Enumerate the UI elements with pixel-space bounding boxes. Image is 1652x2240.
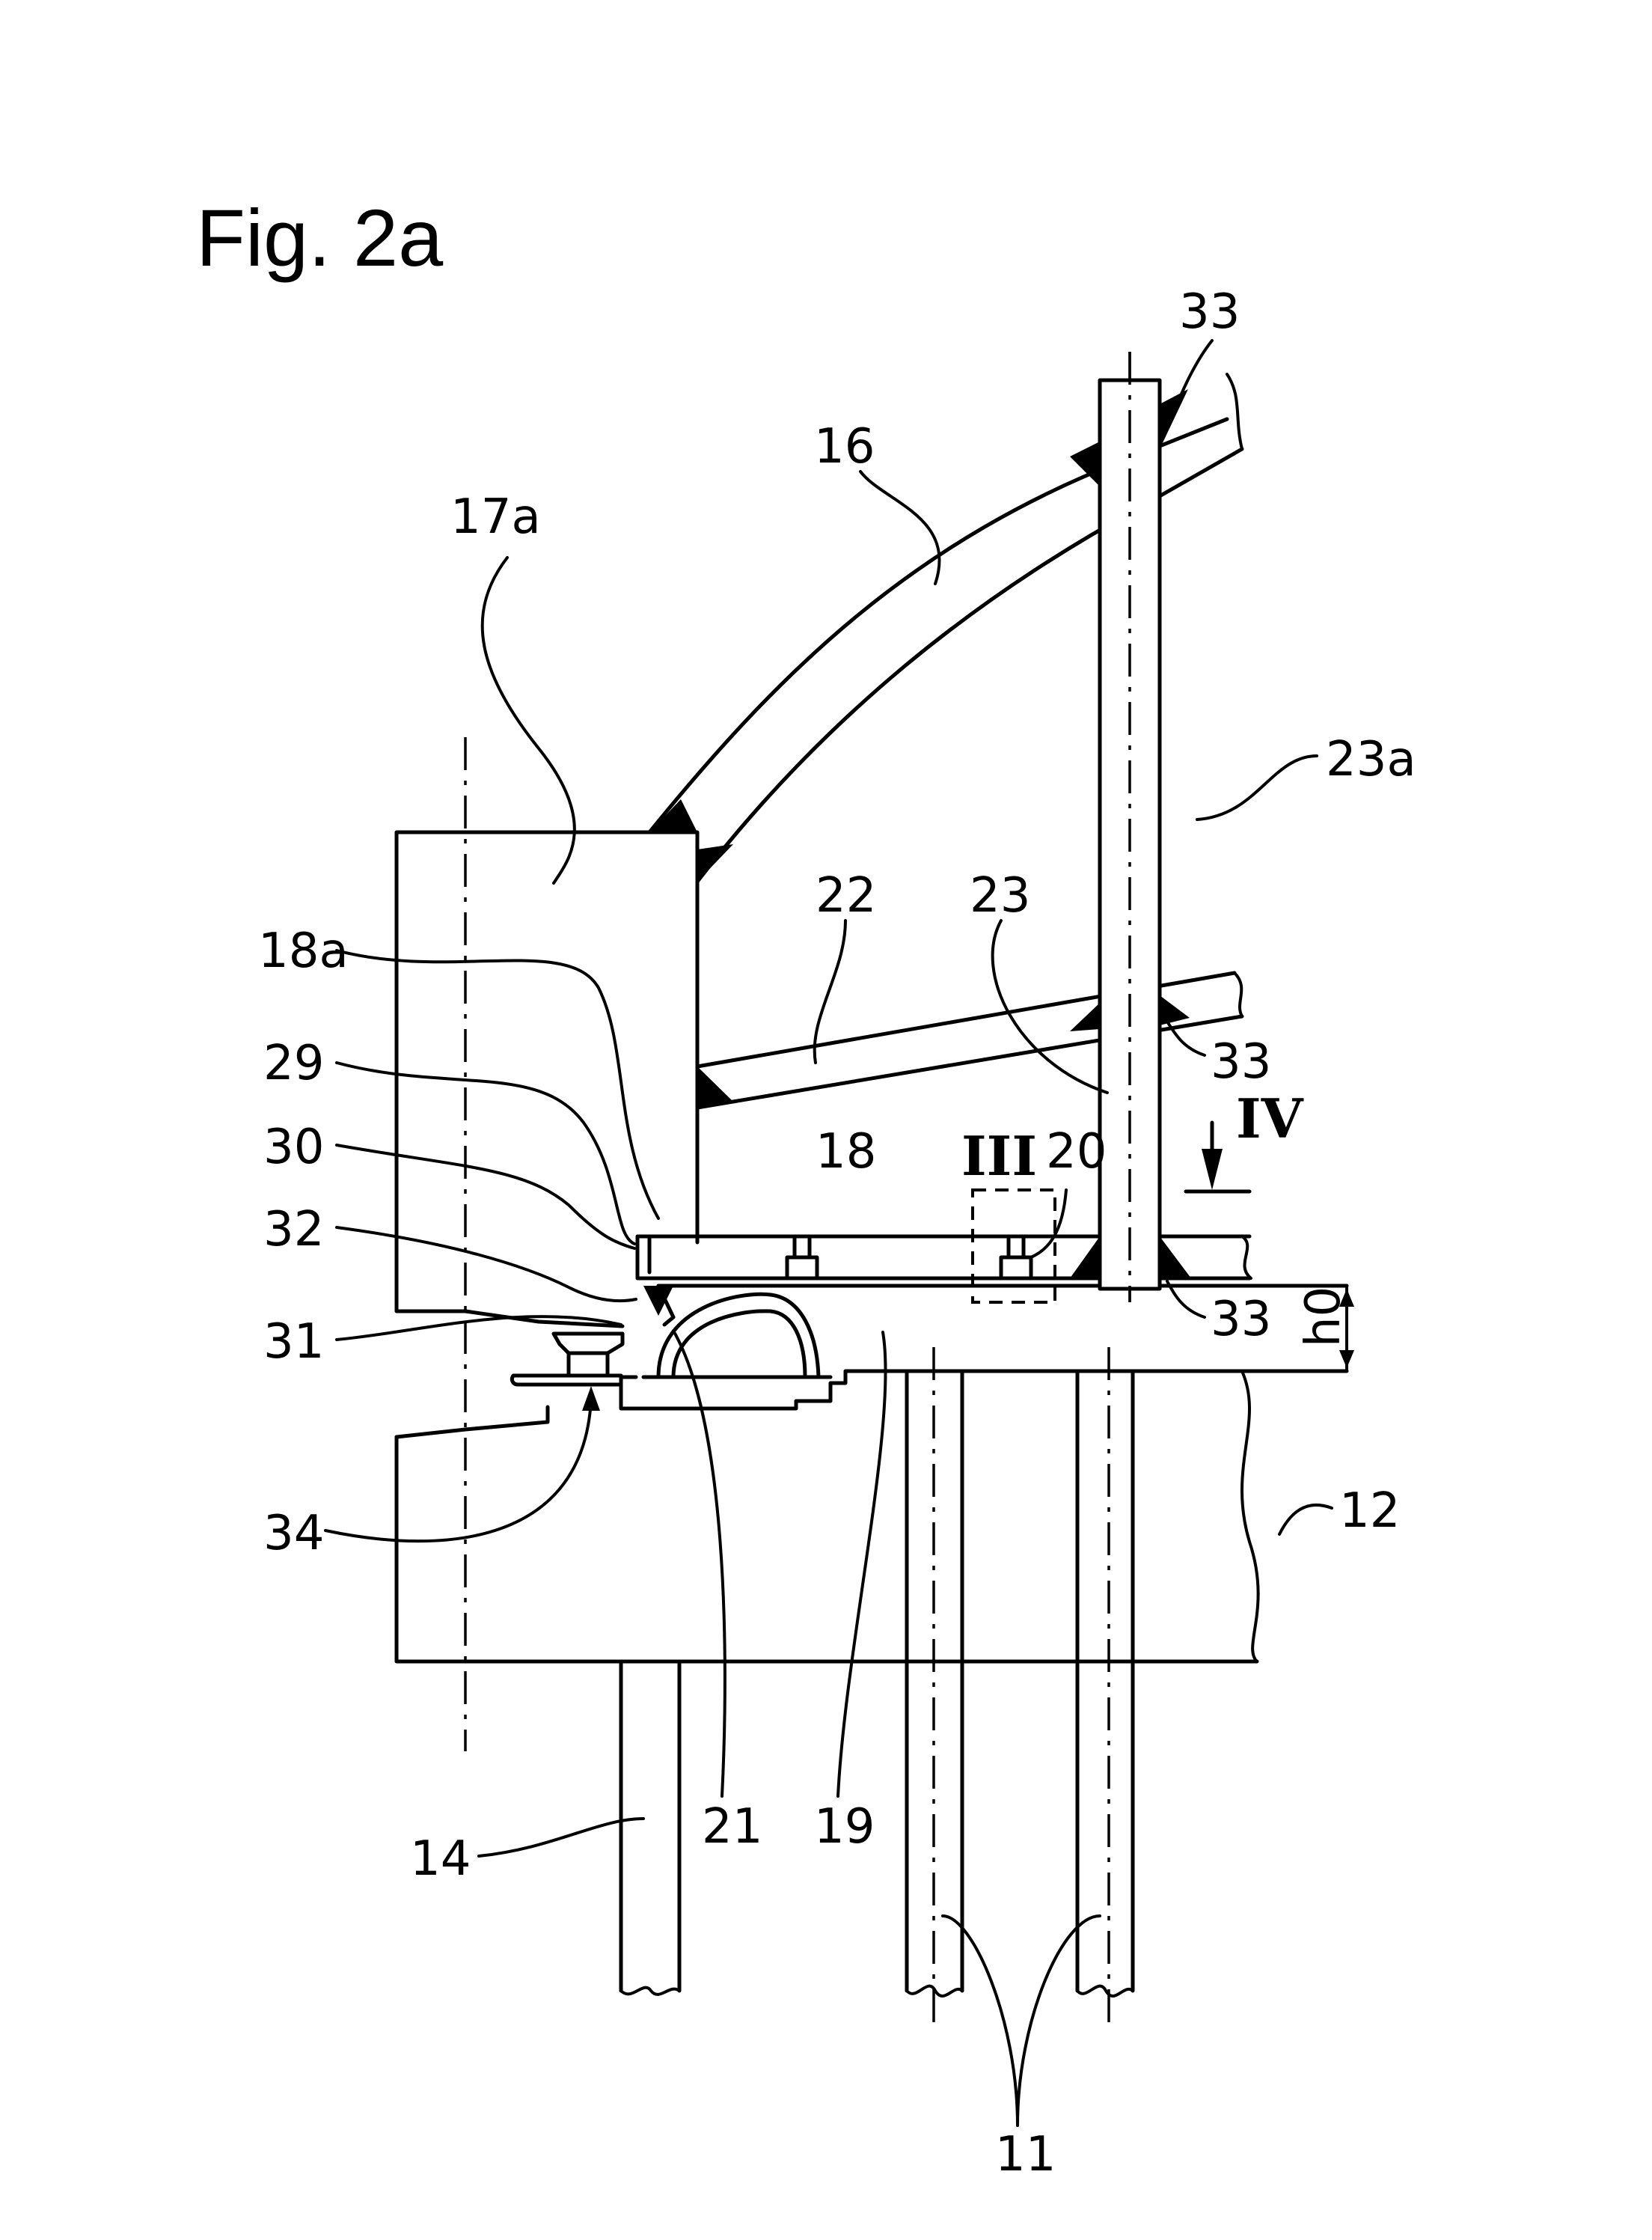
leader-31 [335,1315,622,1341]
label-16: 16 [814,419,875,474]
leader-30 [335,1144,636,1250]
block-12-top-left [394,1405,550,1439]
leader-33-mid [1166,1020,1206,1057]
leader-19 [836,1331,887,1798]
label-17a: 17a [450,489,541,545]
label-11: 11 [995,2127,1056,2182]
label-33-mid: 33 [1211,1034,1271,1090]
leader-23a [1196,754,1318,821]
leader-21 [672,1329,726,1798]
label-30: 30 [263,1120,324,1175]
leader-11-left [941,1914,1019,2127]
label-20: 20 [1046,1124,1107,1179]
weld-16-17a-side [697,844,733,882]
plate-19 [619,1284,1349,1411]
dimension-h0 [1339,1284,1354,1373]
label-29: 29 [263,1036,324,1091]
leader-33-top [1173,339,1214,413]
support-11-right [1075,1369,1135,1998]
label-section-IV: IV [1236,1087,1304,1150]
label-23: 23 [970,868,1030,924]
leader-17a [480,556,576,885]
part-34-stem [566,1351,610,1378]
bearing-21 [656,1292,821,1379]
support-11-left [905,1369,964,1998]
label-18: 18 [816,1124,876,1179]
label-22: 22 [816,868,876,924]
leader-34 [324,1398,593,1543]
leader-16 [859,470,941,585]
strut-16-break [1226,373,1243,451]
label-19: 19 [814,1799,875,1855]
label-21: 21 [702,1799,762,1855]
bolt-rail-left [785,1236,819,1281]
weld-16-23a-right [1160,389,1188,449]
support-14 [619,1659,682,1996]
strut-16 [647,417,1244,884]
leader-23 [991,919,1109,1094]
leader-11-right [1016,1914,1101,2127]
leader-29 [335,1061,636,1245]
bearing-21-inner [671,1309,807,1379]
label-34: 34 [263,1506,324,1561]
weld-22-23a-right [1160,995,1190,1025]
label-12: 12 [1339,1483,1400,1539]
label-section-III: III [961,1124,1037,1188]
label-31: 31 [263,1314,324,1370]
section-arrow-IV [1184,1120,1252,1194]
leader-20 [1030,1188,1068,1259]
block-12 [394,1435,1259,1664]
part-34-rod [510,1373,623,1387]
weld-23a-rail-right [1160,1236,1191,1278]
rail-18-break [1240,1235,1252,1280]
leader-14 [477,1817,645,1858]
section-box-III [971,1188,1056,1304]
label-18a: 18a [258,924,349,979]
label-32: 32 [263,1202,324,1257]
leader-22 [813,919,847,1064]
leader-34-arrow [582,1386,600,1411]
weld-18a [643,1286,673,1316]
strut-22-break [1233,971,1243,1018]
block-12-break-line [1240,1370,1260,1663]
label-14: 14 [410,1831,471,1887]
weld-22-23a-left [1070,1003,1100,1031]
leader-32 [335,1226,637,1303]
part-31 [551,1331,625,1355]
figure-title: Fig. 2a [196,192,444,283]
leader-33-low [1166,1280,1206,1319]
label-23a: 23a [1326,732,1416,787]
weld-22-17a [697,1066,732,1108]
label-33-top: 33 [1179,284,1240,340]
label-h0: h0 [1296,1287,1351,1347]
leader-18a [335,949,660,1220]
bolt-20 [999,1236,1033,1281]
weld-16-17a-top [649,799,697,832]
weld-16-23a-left [1070,442,1100,486]
weld-23a-rail-left [1070,1236,1100,1278]
leader-12 [1278,1503,1333,1536]
label-33-low: 33 [1211,1292,1271,1347]
